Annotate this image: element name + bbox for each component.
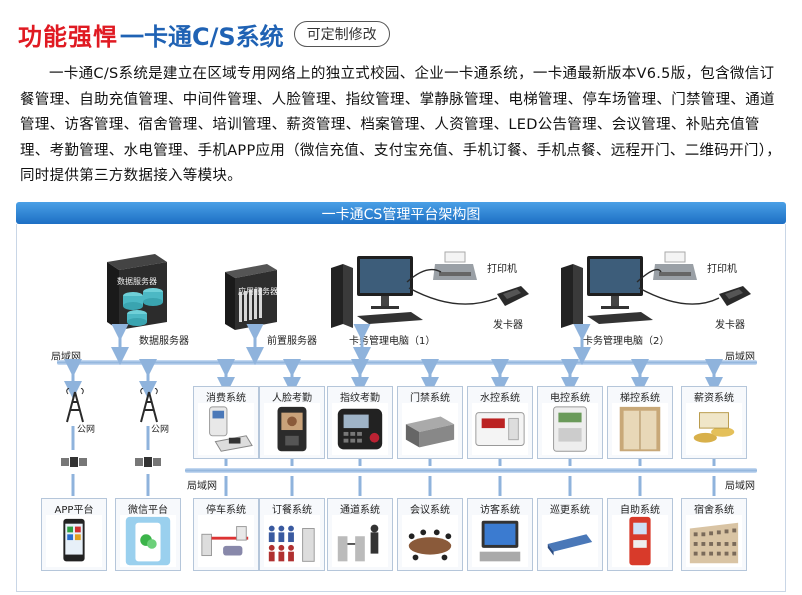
module-label: 薪资系统 <box>694 393 734 404</box>
module-label: 通道系统 <box>340 505 380 516</box>
card-issuer1-icon <box>497 286 529 306</box>
pos-terminal-icon <box>198 403 254 456</box>
fingerprint-terminal-icon <box>332 403 388 456</box>
module-label: 订餐系统 <box>272 505 312 516</box>
front-server-label: 前置服务器 <box>267 336 317 347</box>
architecture-diagram: 数据服务器 数据服务器 应用服务器 前置服务器 卡务管理电脑（1） 打印机 发卡… <box>16 224 786 592</box>
satellite-icon-2 <box>135 457 161 467</box>
intro-paragraph: 一卡通C/S系统是建立在区域专用网络上的独立式校园、企业一卡通系统，一卡通最新版… <box>20 66 782 184</box>
module-label: 消费系统 <box>206 393 246 404</box>
connector-arrows <box>64 324 723 399</box>
data-server-icon <box>107 254 167 330</box>
module-label: 巡更系统 <box>550 505 590 516</box>
module-elevator-control[interactable]: 梯控系统 <box>607 386 673 459</box>
module-fingerprint-attendance[interactable]: 指纹考勤 <box>327 386 393 459</box>
wechat-phone-icon <box>120 515 176 568</box>
diagram-title: 一卡通CS管理平台架构图 <box>321 207 481 223</box>
module-face-attendance[interactable]: 人脸考勤 <box>259 386 325 459</box>
title-red: 功能强悍 <box>18 22 118 51</box>
meal-ordering-people-icon <box>264 515 320 568</box>
module-passage[interactable]: 通道系统 <box>327 498 393 571</box>
patrol-stick-icon <box>542 515 598 568</box>
printer2-label: 打印机 <box>707 264 737 275</box>
visitor-terminal-icon <box>472 515 528 568</box>
device-cables <box>406 268 720 305</box>
smartphone-icon <box>46 515 102 568</box>
module-label: 微信平台 <box>128 505 168 516</box>
public-net-label-2: 公网 <box>151 425 170 435</box>
module-meal-ordering[interactable]: 订餐系统 <box>259 498 325 571</box>
module-label: 访客系统 <box>480 505 520 516</box>
customizable-badge: 可定制修改 <box>293 21 390 47</box>
module-dormitory[interactable]: 宿舍系统 <box>681 498 747 571</box>
public-net-label-1: 公网 <box>77 425 96 435</box>
module-label: 宿舍系统 <box>694 505 734 516</box>
parking-gate-icon <box>198 515 254 568</box>
turnstile-icon <box>332 515 388 568</box>
satellite-icon-1 <box>61 457 87 467</box>
lan-label-4: 局域网 <box>725 481 755 492</box>
face-terminal-icon <box>264 403 320 456</box>
data-server-tag: 数据服务器 <box>117 277 157 286</box>
module-label: 停车系统 <box>206 505 246 516</box>
front-server-icon <box>225 264 277 330</box>
title-blue: 一卡通C/S系统 <box>120 22 284 51</box>
kiosk-icon <box>612 515 668 568</box>
module-label: 指纹考勤 <box>340 393 380 404</box>
meeting-table-icon <box>402 515 458 568</box>
module-water-control[interactable]: 水控系统 <box>467 386 533 459</box>
module-visitor[interactable]: 访客系统 <box>467 498 533 571</box>
module-label: APP平台 <box>54 505 94 516</box>
water-controller-icon <box>472 403 528 456</box>
elevator-icon <box>612 403 668 456</box>
lan-label-1: 局域网 <box>51 352 81 363</box>
module-label: 水控系统 <box>480 393 520 404</box>
lan-bus-middle <box>185 468 757 473</box>
module-meeting[interactable]: 会议系统 <box>397 498 463 571</box>
cell-tower-icon-1 <box>66 388 84 423</box>
module-salary[interactable]: 薪资系统 <box>681 386 747 459</box>
lan-bus-top <box>57 360 757 365</box>
access-controller-icon <box>402 403 458 456</box>
pc1-label: 卡务管理电脑（1） <box>349 336 436 347</box>
page-header: 功能强悍 一卡通C/S系统 可定制修改 <box>18 14 390 54</box>
module-label: 梯控系统 <box>620 393 660 404</box>
module-patrol[interactable]: 巡更系统 <box>537 498 603 571</box>
printer1-label: 打印机 <box>487 264 517 275</box>
module-label: 会议系统 <box>410 505 450 516</box>
lan-label-3: 局域网 <box>187 481 217 492</box>
data-server-label: 数据服务器 <box>139 336 189 347</box>
module-label: 人脸考勤 <box>272 393 312 404</box>
card-issuer2-icon <box>719 286 751 306</box>
pc2-label: 卡务管理电脑（2） <box>583 336 670 347</box>
dormitory-building-icon <box>686 515 742 568</box>
pc1-icon <box>331 256 423 328</box>
module-power-control[interactable]: 电控系统 <box>537 386 603 459</box>
issuer2-label: 发卡器 <box>715 320 745 331</box>
module-app-platform[interactable]: APP平台 <box>41 498 107 571</box>
module-consumption[interactable]: 消费系统 <box>193 386 259 459</box>
module-label: 电控系统 <box>550 393 590 404</box>
app-server-tag: 应用服务器 <box>238 287 278 296</box>
module-parking[interactable]: 停车系统 <box>193 498 259 571</box>
public-net-arrows <box>71 426 150 496</box>
power-meter-icon <box>542 403 598 456</box>
module-access-control[interactable]: 门禁系统 <box>397 386 463 459</box>
issuer1-label: 发卡器 <box>493 320 523 331</box>
printer1-icon <box>433 251 477 280</box>
lan-label-2: 局域网 <box>725 352 755 363</box>
module-wechat-platform[interactable]: 微信平台 <box>115 498 181 571</box>
printer2-icon <box>653 251 697 280</box>
diagram-title-bar: 一卡通CS管理平台架构图 <box>16 202 786 224</box>
cell-tower-icon-2 <box>140 388 158 423</box>
pc2-icon <box>561 256 653 328</box>
salary-coins-icon <box>686 403 742 456</box>
module-self-service[interactable]: 自助系统 <box>607 498 673 571</box>
module-label: 门禁系统 <box>410 393 450 404</box>
module-label: 自助系统 <box>620 505 660 516</box>
